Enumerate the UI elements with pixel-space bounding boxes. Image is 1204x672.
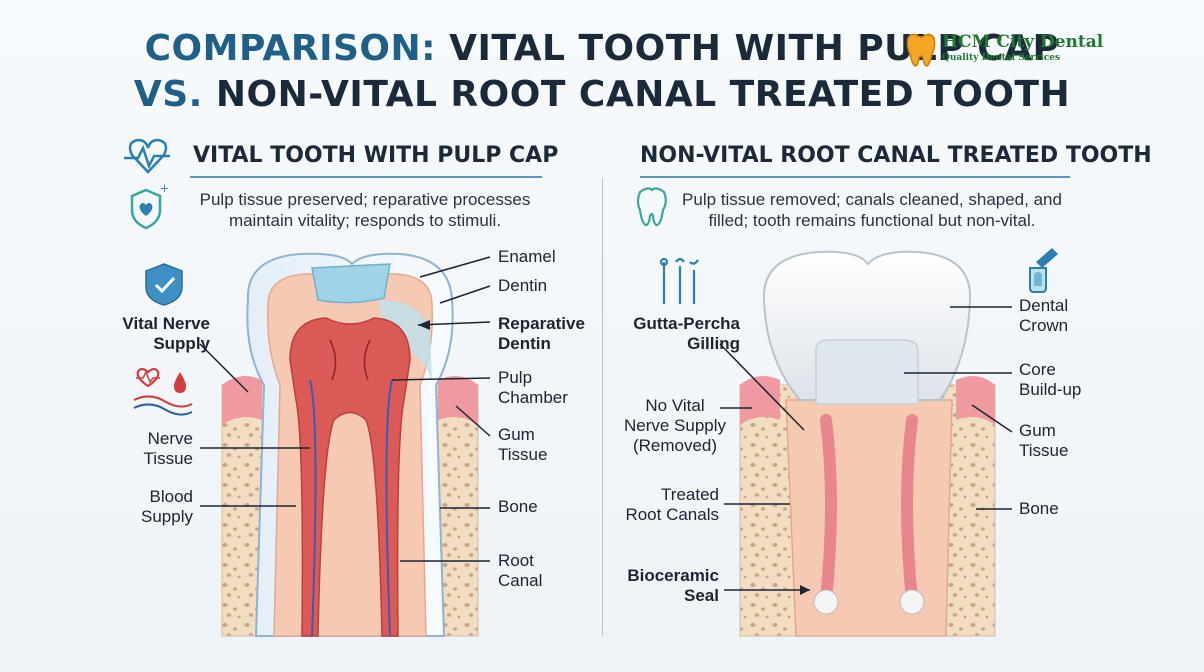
label-bio-line-2: Seal — [684, 586, 719, 605]
logo-tooth-icon — [906, 33, 936, 67]
left-leader-lines — [199, 256, 491, 562]
label-nerve-line-2: Tissue — [143, 449, 193, 468]
arrowhead-bioceramic — [800, 585, 810, 595]
title-rest-2: NON-VITAL ROOT CANAL TREATED TOOTH — [215, 74, 1071, 115]
label-reparative-line-2: Dentin — [498, 334, 551, 353]
left-nerve-line-2 — [385, 379, 393, 637]
right-description-line-1: Pulp tissue removed; canals cleaned, sha… — [682, 190, 1062, 209]
label-dentin: Dentin — [498, 276, 548, 295]
panel-divider — [602, 178, 603, 636]
heartbeat-icon — [124, 138, 170, 174]
tooth-icon — [636, 187, 667, 227]
label-blood-supply: Blood Supply — [100, 487, 193, 527]
label-right-bone: Bone — [1019, 499, 1059, 518]
label-left-gum-tissue: Gum Tissue — [498, 425, 547, 465]
dropper-icon — [1029, 248, 1058, 293]
title-rest-1: VITAL TOOTH WITH PULP CAP — [449, 28, 1060, 69]
right-gum-right — [956, 376, 995, 425]
left-vessels — [329, 339, 371, 381]
label-pulp-chamber: Pulp Chamber — [498, 368, 568, 408]
right-seal-right — [899, 589, 925, 615]
label-treated-line-1: Treated — [661, 485, 719, 504]
label-bio-line-1: Bioceramic — [627, 566, 719, 585]
label-vital-line-2: Supply — [153, 334, 210, 353]
left-panel-heading: VITAL TOOTH WITH PULP CAP — [193, 143, 559, 168]
label-nerve-tissue: Nerve Tissue — [100, 429, 193, 469]
dental-tools-icon — [659, 257, 699, 304]
label-pulp-line-1: Pulp — [498, 368, 533, 387]
label-right-gum-line-1: Gum — [1019, 421, 1056, 440]
label-left-gum-line-2: Tissue — [498, 445, 548, 464]
heart-shield-icon: + — [130, 182, 169, 230]
title-line-2: VS. NON-VITAL ROOT CANAL TREATED TOOTH — [0, 72, 1204, 118]
shield-check-icon — [145, 263, 183, 306]
left-gum-left — [222, 376, 262, 425]
vital-tooth-illustration — [221, 252, 479, 637]
right-heading-rule — [640, 176, 1070, 178]
title-prefix-2: VS. — [133, 74, 203, 115]
title-line-1: COMPARISON: VITAL TOOTH WITH PULP CAP — [0, 26, 1204, 72]
logo-tagline: Quality Dental Services — [942, 53, 1061, 63]
label-reparative-dentin: Reparative Dentin — [498, 314, 585, 354]
logo-name: HCM City Dental — [942, 32, 1104, 52]
right-core-buildup — [815, 339, 919, 405]
label-reparative-line-1: Reparative — [498, 314, 585, 333]
label-novital-line-2: Nerve Supply — [623, 416, 727, 435]
label-gutta-line-2: Gilling — [687, 334, 740, 353]
label-root-line-2: Canal — [498, 571, 543, 590]
label-treated-canals: Treated Root Canals — [600, 485, 719, 525]
label-crown-line-1: Dental — [1019, 296, 1069, 315]
label-vital-nerve-supply: Vital Nerve Supply — [100, 314, 210, 354]
label-novital-line-3: (Removed) — [632, 436, 718, 455]
label-nerve-line-1: Nerve — [147, 429, 193, 448]
label-root-canal: Root Canal — [498, 551, 542, 591]
svg-text:+: + — [160, 182, 169, 195]
right-panel-heading: NON-VITAL ROOT CANAL TREATED TOOTH — [640, 143, 1152, 168]
label-core-line-1: Core — [1019, 360, 1056, 379]
brand-logo: HCM City Dental Quality Dental Services — [902, 30, 1103, 70]
label-no-vital-nerve: No Vital Nerve Supply (Removed) — [612, 396, 738, 456]
label-left-bone: Bone — [498, 497, 538, 516]
right-gum-left — [740, 376, 780, 425]
label-core-buildup: Core Build-up — [1019, 360, 1081, 400]
label-treated-line-2: Root Canals — [625, 505, 719, 524]
label-dental-crown: Dental Crown — [1019, 296, 1068, 336]
right-seal-left — [813, 589, 839, 615]
title-prefix-1: COMPARISON: — [144, 28, 437, 69]
label-gutta-percha: Gutta-Percha Gilling — [600, 314, 740, 354]
right-leader-lines — [719, 306, 1013, 591]
label-blood-line-1: Blood — [149, 487, 193, 506]
label-blood-line-2: Supply — [141, 507, 193, 526]
label-gutta-line-1: Gutta-Percha — [633, 314, 740, 333]
label-left-gum-line-1: Gum — [498, 425, 535, 444]
label-right-gum-tissue: Gum Tissue — [1019, 421, 1068, 461]
non-vital-tooth-illustration — [739, 250, 996, 637]
heart-drop-icon — [133, 367, 193, 416]
label-novital-line-1: No Vital — [645, 396, 705, 415]
arrowhead-reparative — [418, 320, 430, 330]
label-crown-line-2: Crown — [1019, 316, 1069, 335]
right-roots — [785, 399, 953, 637]
right-canal-left — [820, 414, 837, 606]
right-description: Pulp tissue removed; canals cleaned, sha… — [672, 189, 1072, 231]
page-title: COMPARISON: VITAL TOOTH WITH PULP CAP VS… — [0, 26, 1204, 118]
left-nerve-line-1 — [309, 379, 317, 637]
label-vital-line-1: Vital Nerve — [122, 314, 210, 333]
right-description-line-2: filled; tooth remains functional but non… — [708, 211, 1036, 230]
left-description-line-1: Pulp tissue preserved; reparative proces… — [199, 190, 531, 209]
left-pulp-cap — [311, 263, 391, 304]
left-description: Pulp tissue preserved; reparative proces… — [180, 189, 550, 231]
left-description-line-2: maintain vitality; responds to stimuli. — [228, 211, 502, 230]
left-pulp-chamber — [289, 317, 411, 637]
left-gum-right — [438, 376, 478, 425]
label-right-gum-line-2: Tissue — [1019, 441, 1069, 460]
right-canal-right — [901, 414, 918, 606]
label-core-line-2: Build-up — [1019, 380, 1082, 399]
label-bioceramic-seal: Bioceramic Seal — [600, 566, 719, 606]
left-heading-rule — [190, 176, 542, 178]
label-root-line-1: Root — [498, 551, 534, 570]
label-enamel: Enamel — [498, 247, 556, 266]
label-pulp-line-2: Chamber — [498, 388, 568, 407]
